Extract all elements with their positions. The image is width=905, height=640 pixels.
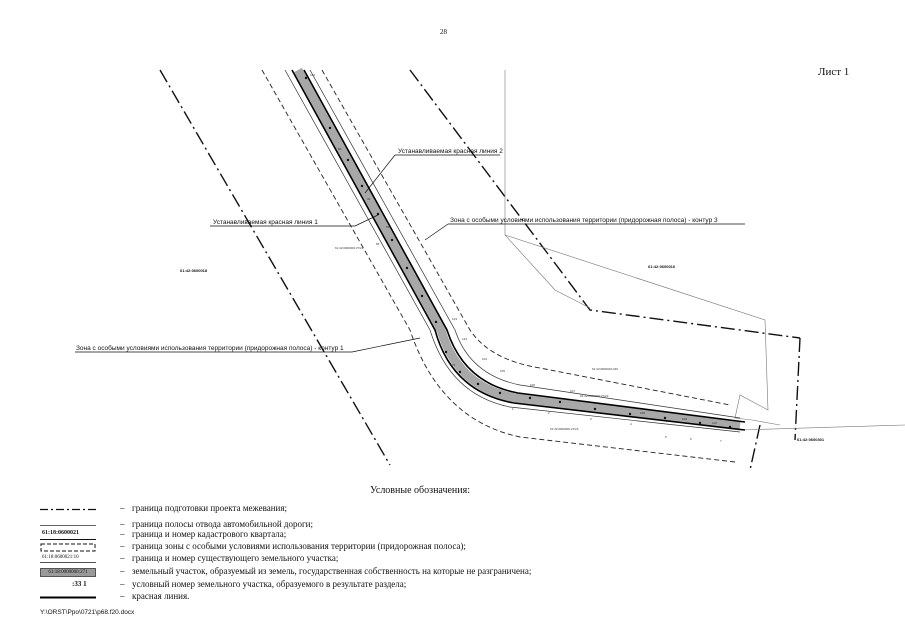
point-number: 2 (548, 411, 550, 415)
parcel-label: 61:42:0600016:449 (592, 367, 618, 371)
quarter-symbol: 61:18:0600021 (40, 530, 96, 541)
quarter-label-right: 61:42:0600301 (797, 437, 825, 442)
legend-dash: – (120, 579, 125, 589)
point-number: 103 (450, 363, 455, 367)
legend-item: – граница подготовки проекта межевания; (40, 503, 740, 515)
legend-text: граница подготовки проекта межевания; (132, 503, 288, 513)
legend-text: граница и номер существующего земельного… (132, 553, 339, 563)
legend-dash: – (120, 503, 125, 513)
point-number: 105 (500, 369, 505, 373)
point-number: 3 (590, 417, 592, 421)
legend-text: красная линия. (132, 591, 190, 601)
legend-item: – граница полосы отвода автомобильной до… (40, 519, 740, 531)
legend-dash: – (120, 566, 125, 576)
point-number: 108 (640, 411, 645, 415)
leader-lines (75, 154, 745, 353)
legend-dash: – (120, 529, 125, 539)
point-number: 123 (452, 317, 457, 321)
legend-item: 61:18:0000000:271 – земельный участок, о… (40, 566, 740, 578)
legend-item: – красная линия. (40, 591, 740, 603)
legend-text: земельный участок, образуемый из земель,… (132, 566, 532, 576)
legend-item: – граница зоны с особыми условиями испол… (40, 541, 740, 553)
red-line-1-label: Устанавливаемая красная линия 1 (213, 219, 318, 226)
new-parcel-symbol: 61:18:0000000:271 (40, 568, 96, 577)
point-number: 63 (386, 225, 390, 229)
parcel-symbol: 61:18:0600021:10 (40, 554, 96, 565)
point-number: 181 (310, 73, 315, 77)
right-of-way-boundary (284, 69, 741, 433)
zone-contour-3-label: Зона с особыми условиями использования т… (450, 216, 718, 224)
point-number: 109 (682, 417, 687, 421)
point-number: 106 (530, 383, 535, 387)
point-number: 124 (462, 337, 467, 341)
legend-dash: – (120, 519, 125, 529)
parcel-symbol-label: 61:18:0600021:10 (42, 555, 79, 560)
red-lines (291, 69, 746, 431)
quarter-label-left: 61:42:0600018 (180, 268, 208, 273)
quarter-boundaries (504, 70, 905, 431)
point-number: 7 (720, 439, 722, 443)
road-band (294, 67, 741, 431)
right-of-way-symbol (40, 525, 96, 526)
point-numbers: 181 50 42 63 65 123 124 103 104 105 106 … (310, 73, 722, 443)
point-number: 50 (338, 147, 342, 151)
cadastral-map: 181 50 42 63 65 123 124 103 104 105 106 … (75, 67, 905, 471)
legend-dash: – (120, 553, 125, 563)
point-number: 1 (512, 407, 514, 411)
quarter-symbol-label: 61:18:0600021 (42, 530, 79, 536)
legend-title: Условные обозначения: (370, 485, 471, 496)
project-boundary (159, 69, 801, 471)
zone-boundary-symbol (40, 543, 96, 552)
point-number: 5 (665, 435, 667, 439)
red-line-2-label: Устанавливаемая красная линия 2 (398, 148, 503, 155)
legend-text: условный номер земельного участка, образ… (132, 579, 407, 589)
legend-text: граница зоны с особыми условиями использ… (132, 541, 466, 551)
quarter-label-mid: 61:42:0600016 (648, 264, 676, 269)
point-number: 6 (690, 437, 692, 441)
zone-contour-1-label: Зона с особыми условиями использования т… (76, 344, 344, 352)
file-path: Y:\ORST\Ppo\0721\p68.f20.docx (40, 609, 135, 616)
parcel-label: 61:42:0000000:27/23 (550, 427, 579, 431)
conditional-number-label: :33 1 (72, 580, 87, 588)
legend-text: граница полосы отвода автомобильной доро… (132, 519, 313, 529)
project-boundary-symbol (40, 508, 96, 511)
legend-dash: – (120, 591, 125, 601)
point-number: 104 (482, 357, 487, 361)
sheet-label: Лист 1 (818, 66, 850, 78)
boundary-points (304, 76, 732, 429)
point-number: 107 (570, 389, 575, 393)
legend-item: 61:18:0600021 – граница и номер кадастро… (40, 529, 740, 541)
point-number: 4 (630, 422, 632, 426)
parcel-label: 61:42:0000000:27/23 (335, 246, 364, 250)
point-number: 65 (376, 242, 380, 246)
conditional-number-symbol: :33 1 (40, 580, 96, 591)
point-number: 42 (367, 197, 371, 201)
point-number: 110 (712, 421, 717, 425)
legend-item: 61:18:0600021:10 – граница и номер сущес… (40, 553, 740, 565)
red-line-symbol (40, 596, 96, 599)
roadside-zone-boundary (261, 69, 736, 463)
parcel-label: 61:42:0000000:27/23 (580, 394, 609, 398)
page-number: 28 (440, 28, 447, 36)
legend-dash: – (120, 541, 125, 551)
legend-text: граница и номер кадастрового квартала; (132, 529, 287, 539)
legend-item: :33 1 – условный номер земельного участк… (40, 579, 740, 591)
